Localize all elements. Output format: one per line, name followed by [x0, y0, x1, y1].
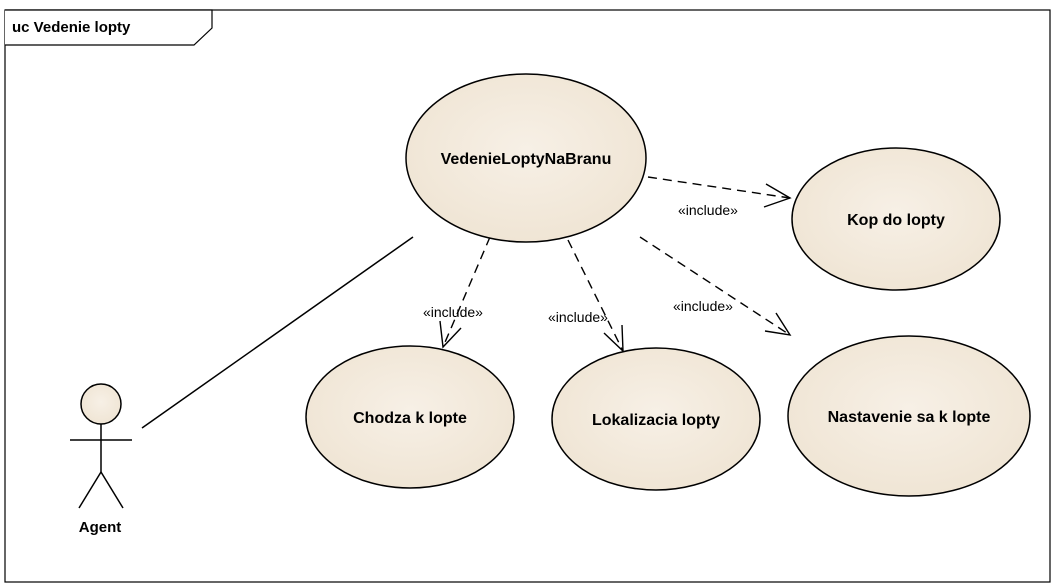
include-label-chodza: «include» — [423, 304, 483, 320]
include-label-lokalizacia: «include» — [548, 309, 608, 325]
association-line — [141, 236, 414, 429]
use-case-chodza-k-lopte[interactable]: Chodza k lopte — [305, 345, 515, 489]
arrowhead-nastavenie — [764, 312, 792, 336]
include-lokalizacia: «include» — [548, 239, 624, 353]
include-label-nastavenie: «include» — [673, 298, 733, 314]
use-case-kop-label: Kop do lopty — [847, 212, 945, 229]
frame-title-tab — [5, 9, 213, 46]
actor-right-leg — [100, 471, 124, 509]
arrowhead-kop — [763, 183, 792, 208]
include-chodza: «include» — [423, 236, 491, 349]
include-nastavenie: «include» — [639, 236, 792, 336]
actor-head — [80, 383, 122, 425]
use-case-nastavenie-sa-k-lopte[interactable]: Nastavenie sa k lopte — [787, 335, 1031, 497]
use-case-main-label: VedenieLoptyNaBranu — [441, 151, 612, 168]
actor-left-leg — [78, 471, 102, 509]
arrowhead-chodza — [439, 320, 462, 349]
include-label-kop: «include» — [678, 202, 738, 218]
actor-name: Agent — [79, 519, 122, 536]
use-case-nastavenie-label: Nastavenie sa k lopte — [828, 409, 991, 426]
use-case-main[interactable]: VedenieLoptyNaBranu — [405, 73, 647, 243]
use-case-chodza-label: Chodza k lopte — [353, 410, 467, 427]
use-case-lokalizacia-label: Lokalizacia lopty — [592, 412, 720, 429]
include-kop: «include» — [647, 176, 792, 218]
use-case-lokalizacia-lopty[interactable]: Lokalizacia lopty — [551, 347, 761, 491]
frame-title: uc Vedenie lopty — [12, 19, 131, 36]
use-case-kop-do-lopty[interactable]: Kop do lopty — [791, 147, 1001, 291]
actor-agent[interactable]: Agent — [70, 383, 132, 536]
